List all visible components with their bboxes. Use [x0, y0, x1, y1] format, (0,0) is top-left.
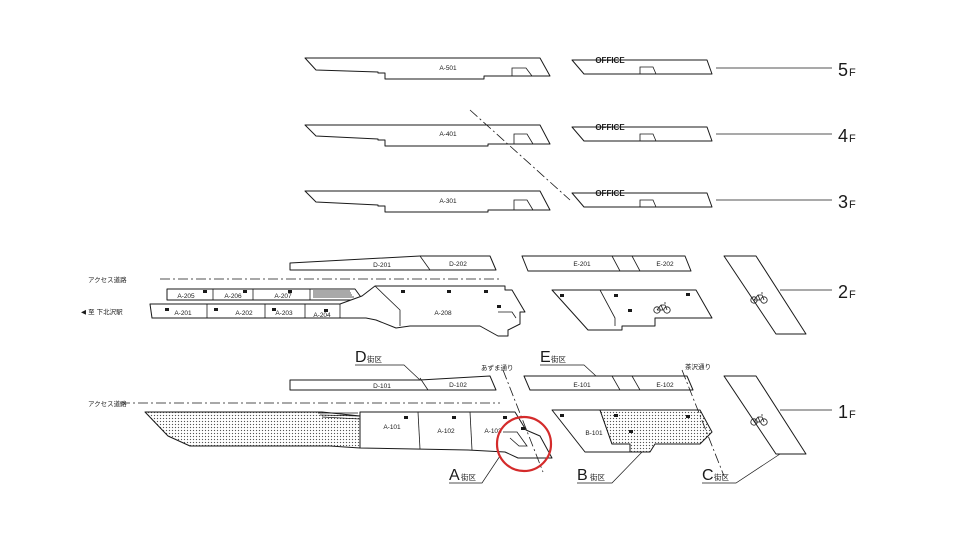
floor-2f-suffix: F	[849, 289, 856, 301]
district-a-letter: A	[449, 467, 460, 484]
unit-a102-label: A-102	[437, 428, 455, 435]
stairs-1f	[318, 412, 361, 420]
unit-a201-label: A-201	[174, 310, 192, 317]
unit-a401-label: A-401	[439, 131, 457, 138]
office-4f-label: OFFICE	[595, 123, 625, 132]
unit-e101-e102-block	[523, 375, 694, 391]
floor-4f: A-401 OFFICE 4 F	[304, 123, 856, 147]
unit-d101-label: D-101	[373, 383, 391, 390]
unit-a208-label: A-208	[434, 310, 452, 317]
floor-1f-number: 1	[838, 402, 848, 422]
floor-3f-number: 3	[838, 192, 848, 212]
unit-a202-label: A-202	[235, 310, 253, 317]
unit-a101-a103-block	[359, 411, 553, 459]
unit-a101-label: A-101	[383, 424, 401, 431]
floor-3f-suffix: F	[849, 199, 856, 211]
highlight-circle	[495, 415, 553, 473]
unit-a103-label: A-103	[484, 428, 502, 435]
unit-a201-a208-block	[149, 285, 526, 337]
unit-a401-block	[304, 124, 551, 147]
stairs-2f	[313, 290, 354, 298]
to-shimokitazawa-label: ◀ 至 下北沢駅	[81, 307, 123, 316]
unit-a207-label: A-207	[274, 293, 292, 300]
unit-e201-e202-block	[521, 255, 692, 272]
streets: あずま通り 茶沢通り	[469, 109, 725, 477]
azuma-street-label: あずま通り	[481, 363, 514, 372]
unit-a203-label: A-203	[275, 310, 293, 317]
floor-1f: D-101 D-102 E-101 E-102 アクセス道路 A-101 A-1…	[88, 375, 856, 459]
chazawa-street-label: 茶沢通り	[685, 362, 711, 371]
district-labels: D 街区 E 街区 A 街区 B 街区 C 街区	[355, 349, 781, 484]
unit-a501-block	[304, 57, 551, 80]
floor-4f-number: 4	[838, 126, 848, 146]
unit-a501-label: A-501	[439, 65, 457, 72]
unit-a204-label: A-204	[313, 312, 331, 319]
unit-b101-label: B-101	[585, 430, 603, 437]
floor-1f-suffix: F	[849, 409, 856, 421]
floor-5f: A-501 OFFICE 5 F	[304, 56, 856, 80]
unit-e202-label: E-202	[656, 261, 674, 268]
c-district-2f-block	[723, 255, 807, 335]
b-district-1f-hatched-area	[599, 409, 713, 453]
district-c-letter: C	[702, 467, 714, 484]
district-c-suffix: 街区	[714, 472, 729, 482]
district-e-letter: E	[540, 349, 551, 366]
unit-a301-label: A-301	[439, 198, 457, 205]
floor-5f-number: 5	[838, 60, 848, 80]
bicycle-icon	[653, 302, 671, 314]
access-road-1f-label: アクセス道路	[88, 399, 127, 408]
unit-e101-label: E-101	[573, 382, 591, 389]
c-district-1f-block	[723, 375, 807, 455]
floor-2f-number: 2	[838, 282, 848, 302]
office-5f-label: OFFICE	[595, 56, 625, 65]
unit-d202-label: D-202	[449, 261, 467, 268]
district-b-letter: B	[577, 467, 588, 484]
bicycle-icon	[750, 414, 768, 426]
floor-4f-suffix: F	[849, 133, 856, 145]
floor-3f: A-301 OFFICE 3 F	[304, 189, 856, 213]
unit-d102-label: D-102	[449, 382, 467, 389]
floor-2f: D-201 D-202 E-201 E-202 アクセス道路 A-205 A-2…	[81, 255, 856, 337]
unit-e201-label: E-201	[573, 261, 591, 268]
unit-a206-label: A-206	[224, 293, 242, 300]
unit-e102-label: E-102	[656, 382, 674, 389]
office-3f-label: OFFICE	[595, 189, 625, 198]
district-d-suffix: 街区	[367, 354, 382, 364]
district-e-suffix: 街区	[551, 354, 566, 364]
district-d-letter: D	[355, 349, 367, 366]
district-a-suffix: 街区	[461, 472, 476, 482]
bicycle-icon	[750, 292, 768, 304]
unit-d201-label: D-201	[373, 262, 391, 269]
unit-a205-label: A-205	[177, 293, 195, 300]
access-road-2f-label: アクセス道路	[88, 275, 127, 284]
unit-a301-block	[304, 190, 551, 213]
floor-5f-suffix: F	[849, 67, 856, 79]
district-b-suffix: 街区	[590, 472, 605, 482]
